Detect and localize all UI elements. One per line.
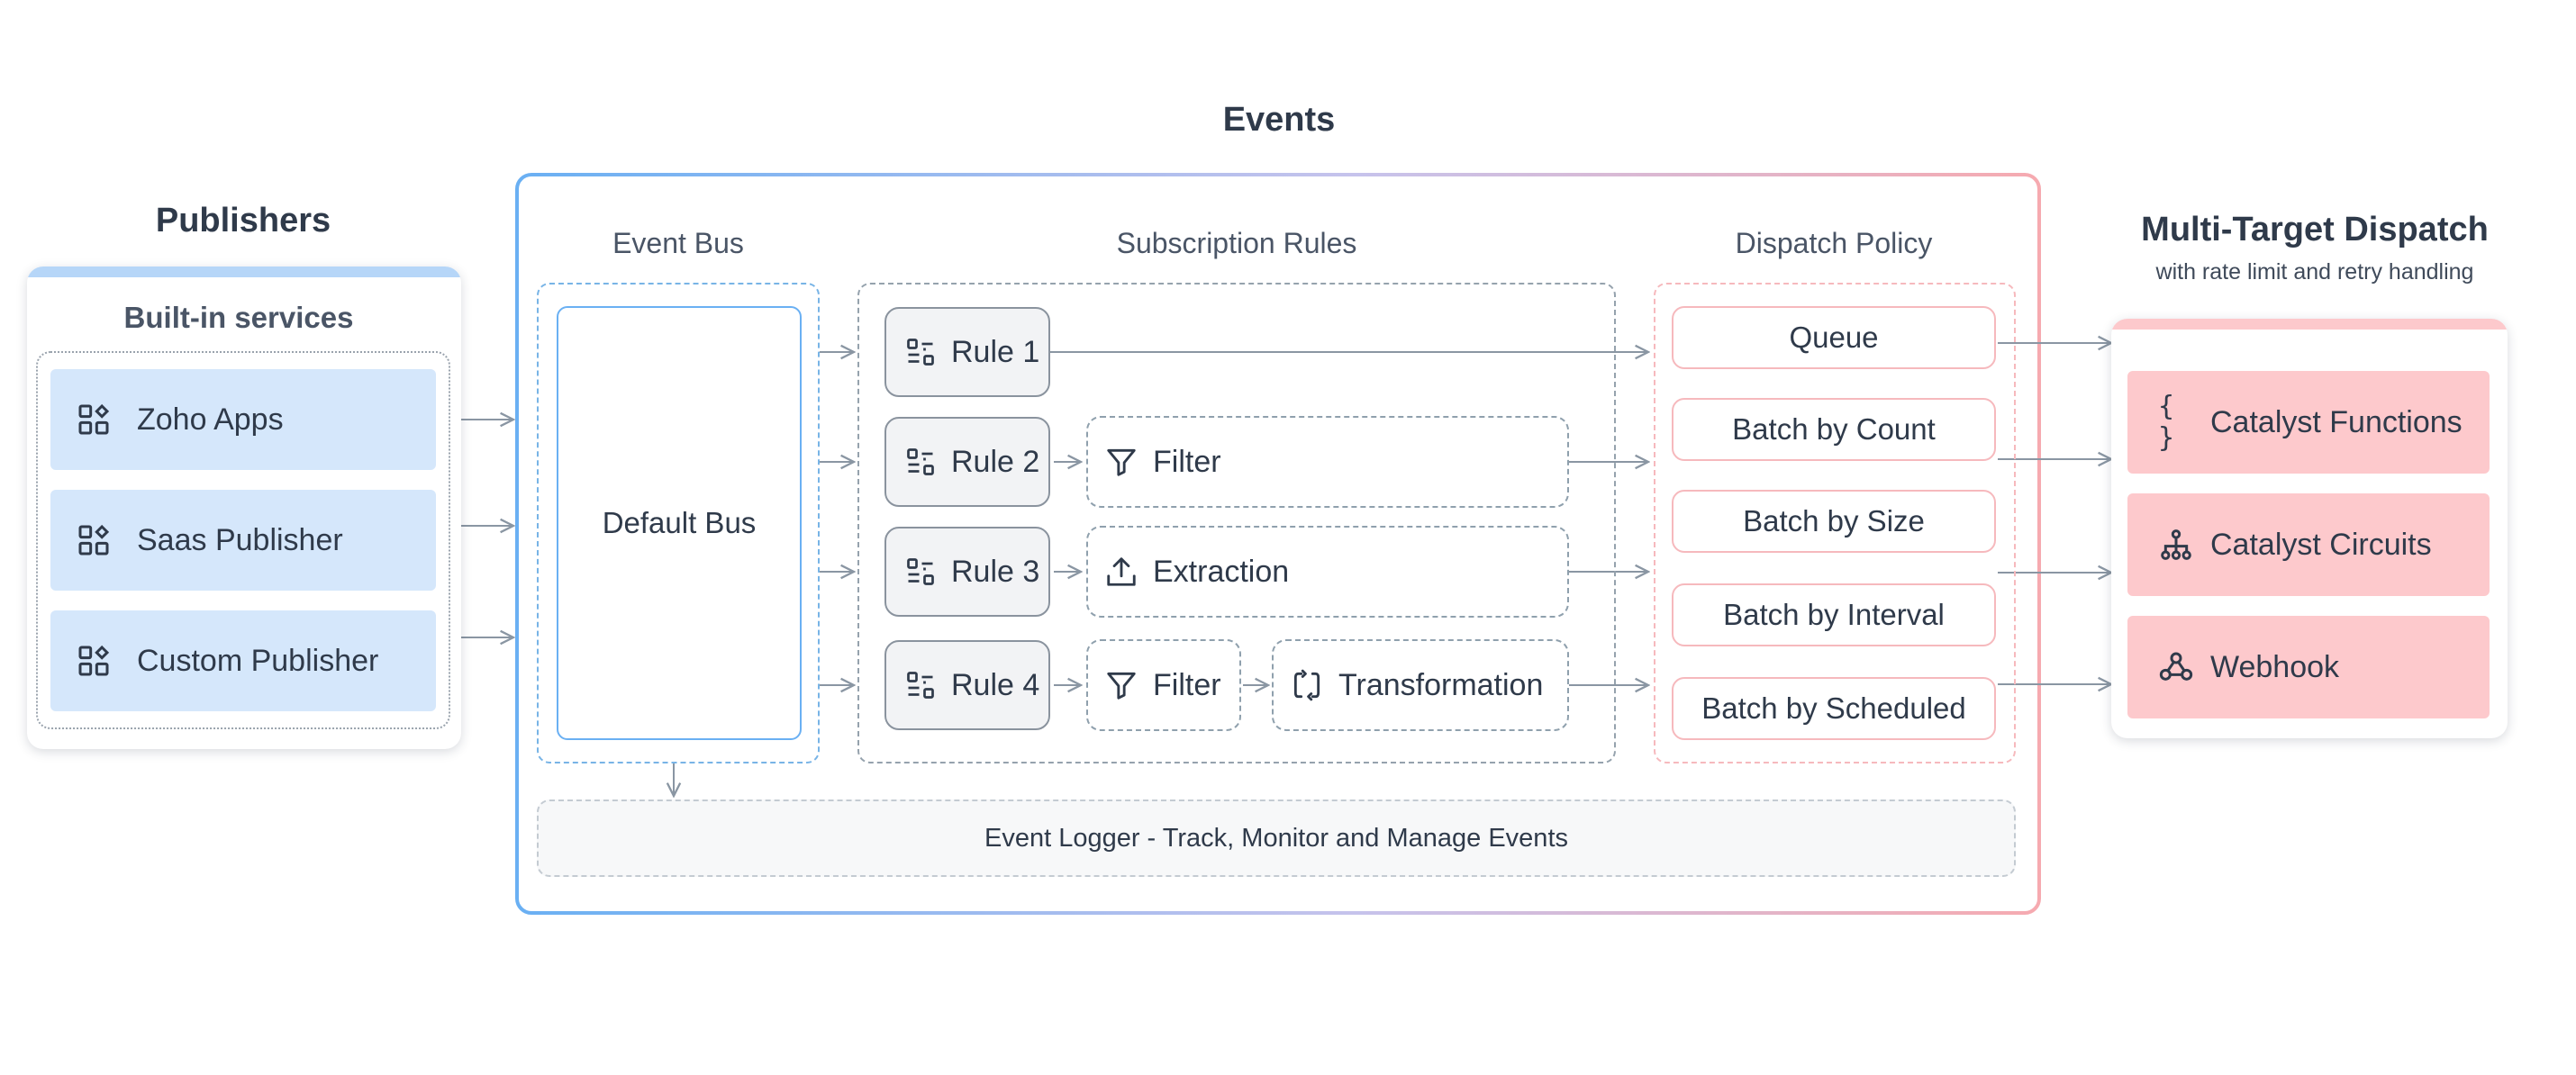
- filter-icon: [1104, 668, 1138, 702]
- target-label: Catalyst Functions: [2210, 404, 2463, 439]
- rule-2[interactable]: Rule 2: [884, 417, 1050, 507]
- publishers-card-band: [27, 266, 461, 277]
- policy-label: Batch by Count: [1732, 412, 1936, 446]
- policy-label: Batch by Scheduled: [1701, 691, 1966, 725]
- rule-4-filter-step[interactable]: Filter: [1086, 639, 1241, 731]
- policy-batch-by-scheduled[interactable]: Batch by Scheduled: [1672, 677, 1996, 740]
- webhook-icon: [2158, 649, 2194, 685]
- policy-label: Queue: [1789, 321, 1879, 354]
- apps-grid-icon: [76, 643, 112, 679]
- rule-4-transformation-step[interactable]: Transformation: [1272, 639, 1569, 731]
- publishers-group: [36, 351, 450, 729]
- rule-1[interactable]: Rule 1: [884, 307, 1050, 397]
- step-label: Filter: [1153, 444, 1221, 479]
- policy-batch-by-size[interactable]: Batch by Size: [1672, 490, 1996, 553]
- rule-label: Rule 2: [951, 444, 1040, 479]
- targets-subtitle: with rate limit and retry handling: [2155, 259, 2474, 285]
- apps-grid-icon: [76, 402, 112, 438]
- upload-icon: [1104, 555, 1138, 589]
- step-label: Transformation: [1338, 667, 1544, 702]
- rule-icon: [904, 669, 937, 701]
- step-label: Extraction: [1153, 554, 1290, 589]
- target-label: Catalyst Circuits: [2210, 527, 2432, 562]
- publishers-title: Publishers: [155, 202, 331, 239]
- default-bus-label: Default Bus: [602, 506, 757, 539]
- publishers-subtitle: Built-in services: [123, 301, 354, 334]
- circuit-icon: [2158, 527, 2194, 563]
- policy-batch-by-interval[interactable]: Batch by Interval: [1672, 583, 1996, 646]
- event-bus-label: Event Bus: [612, 227, 744, 259]
- subscription-rules-group: [857, 283, 1616, 763]
- rule-icon: [904, 556, 937, 588]
- filter-icon: [1104, 445, 1138, 479]
- publisher-label: Zoho Apps: [137, 402, 284, 437]
- publisher-zoho-apps[interactable]: Zoho Apps: [50, 369, 436, 470]
- rule-label: Rule 4: [951, 667, 1040, 702]
- policy-label: Batch by Size: [1743, 504, 1925, 538]
- publisher-saas[interactable]: Saas Publisher: [50, 490, 436, 591]
- apps-grid-icon: [76, 522, 112, 558]
- event-logger-label: Event Logger - Track, Monitor and Manage…: [984, 823, 1568, 853]
- target-catalyst-circuits[interactable]: Catalyst Circuits: [2127, 493, 2490, 596]
- rule-label: Rule 1: [951, 334, 1040, 369]
- publisher-label: Custom Publisher: [137, 643, 379, 678]
- refresh-icon: [1290, 668, 1324, 702]
- rule-2-filter-step[interactable]: Filter: [1086, 416, 1569, 508]
- policy-queue[interactable]: Queue: [1672, 306, 1996, 369]
- rule-3[interactable]: Rule 3: [884, 527, 1050, 617]
- dispatch-policy-label: Dispatch Policy: [1735, 227, 1933, 259]
- events-title: Events: [1222, 101, 1336, 139]
- rule-icon: [904, 336, 937, 368]
- rule-4[interactable]: Rule 4: [884, 640, 1050, 730]
- target-webhook[interactable]: Webhook: [2127, 616, 2490, 718]
- subscription-rules-label: Subscription Rules: [1116, 227, 1357, 259]
- dispatch-policy-group: [1654, 283, 2016, 763]
- targets-card-band: [2111, 319, 2508, 330]
- rule-3-extraction-step[interactable]: Extraction: [1086, 526, 1569, 618]
- targets-title: Multi-Target Dispatch: [2141, 211, 2489, 248]
- publisher-label: Saas Publisher: [137, 522, 343, 557]
- policy-batch-by-count[interactable]: Batch by Count: [1672, 398, 1996, 461]
- event-logger[interactable]: Event Logger - Track, Monitor and Manage…: [537, 799, 2016, 877]
- target-catalyst-functions[interactable]: { } Catalyst Functions: [2127, 371, 2490, 474]
- rule-label: Rule 3: [951, 554, 1040, 589]
- braces-icon: { }: [2158, 391, 2175, 454]
- publisher-custom[interactable]: Custom Publisher: [50, 610, 436, 711]
- default-bus[interactable]: Default Bus: [557, 306, 802, 740]
- step-label: Filter: [1153, 667, 1221, 702]
- target-label: Webhook: [2210, 649, 2340, 684]
- policy-label: Batch by Interval: [1723, 598, 1945, 631]
- rule-icon: [904, 446, 937, 478]
- event-bus-group: [537, 283, 820, 763]
